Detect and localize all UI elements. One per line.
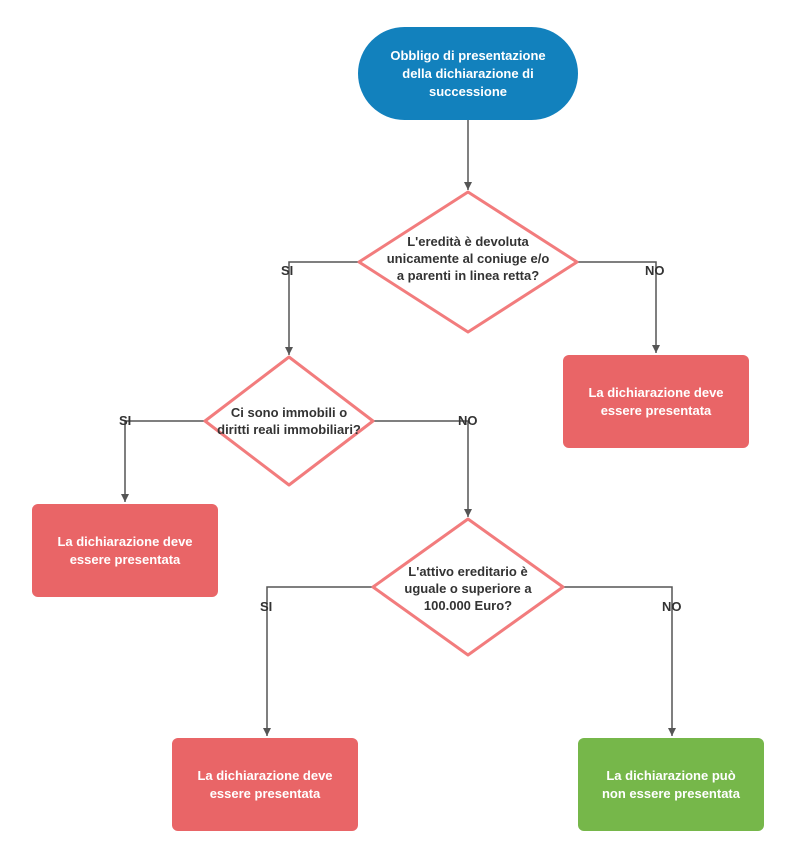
result-box-1-text: La dichiarazione deve essere presentata [588,384,724,418]
connector-d1-yes [285,261,361,355]
start-node: Obbligo di presentazione della dichiaraz… [358,27,578,120]
result-box-4-text: La dichiarazione può non essere presenta… [601,767,740,801]
connector-d2-no [373,420,472,517]
connector-d1-no [575,261,660,353]
decision-diamond-1 [357,190,579,334]
decision-1-text: L'eredità è devoluta unicamente al coniu… [386,233,550,283]
result-box-2-text: La dichiarazione deve essere presentata [57,533,193,567]
edge-label-d3-yes: SI [260,599,273,614]
edge-label-d2-yes: SI [119,413,132,428]
edge-label-d1-yes: SI [281,263,294,278]
result-box-3: La dichiarazione deve essere presentata [172,738,358,831]
result-box-3-text: La dichiarazione deve essere presentata [197,767,333,801]
edge-label-d2-no: NO [458,413,478,428]
decision-3-text: L'attivo ereditario è uguale o superiore… [404,563,532,613]
connector-d3-no [564,586,676,736]
edge-label-d3-no: NO [662,599,682,614]
result-box-2: La dichiarazione deve essere presentata [32,504,218,597]
connector-d3-yes [263,586,374,736]
decision-diamond-2 [203,355,375,487]
result-box-1: La dichiarazione deve essere presentata [563,355,749,448]
decision-diamond-3 [371,517,565,657]
decision-2-text: Ci sono immobili o diritti reali immobil… [217,405,361,437]
connector-d2-yes [121,420,205,502]
edge-label-d1-no: NO [645,263,665,278]
start-node-text: Obbligo di presentazione della dichiaraz… [390,47,546,99]
connectors [121,120,676,736]
result-box-4: La dichiarazione può non essere presenta… [578,738,764,831]
